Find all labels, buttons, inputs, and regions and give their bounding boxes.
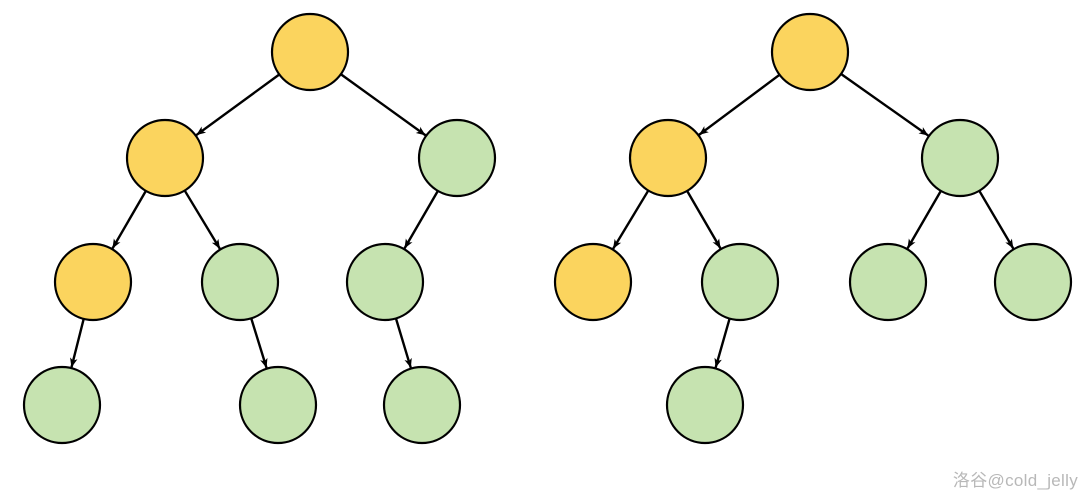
right-tree-edge-l2b-to-leafa [714, 317, 731, 369]
left-tree-edge-l2c-to-leafc [394, 317, 412, 369]
left-tree-node-l1-left[interactable] [125, 118, 205, 198]
left-tree-node-l2-c[interactable] [345, 242, 425, 322]
nodes-layer [22, 12, 1073, 445]
right-tree-edge-l1left-to-l2a [612, 189, 650, 250]
right-tree-edge-l1right-to-l2d [978, 189, 1015, 250]
left-tree-edge-l1right-to-l2c [403, 190, 439, 250]
left-tree-edge-l1left-to-l2b [183, 189, 221, 250]
left-tree-edge-root-to-l1left [195, 73, 281, 136]
left-tree-edge-l2a-to-leafa [70, 318, 85, 368]
left-tree-node-l2-b[interactable] [200, 242, 280, 322]
right-tree-edge-l1left-to-l2b [686, 190, 722, 250]
right-tree-node-l1-right[interactable] [920, 118, 1000, 198]
left-tree-leaf-c[interactable] [382, 365, 462, 445]
right-tree-node-l1-left[interactable] [628, 118, 708, 198]
right-tree-root[interactable] [770, 12, 850, 92]
right-tree-node-l2-d[interactable] [993, 242, 1073, 322]
left-tree-root[interactable] [270, 12, 350, 92]
left-tree-edge-l1left-to-l2a [111, 190, 147, 250]
right-tree-edge-root-to-l1right [840, 73, 929, 137]
right-tree-node-l2-b[interactable] [700, 242, 780, 322]
right-tree-node-l2-a[interactable] [553, 242, 633, 322]
right-tree-edge-l1right-to-l2c [906, 190, 942, 250]
left-tree-edge-root-to-l1right [340, 73, 427, 137]
left-tree-node-l2-a[interactable] [53, 242, 133, 322]
watermark-text: 洛谷@cold_jelly [952, 471, 1078, 490]
right-tree-leaf-a[interactable] [665, 365, 745, 445]
left-tree-node-l1-right[interactable] [417, 118, 497, 198]
right-tree-edge-root-to-l1left [698, 73, 781, 136]
left-tree-edge-l2b-to-leafb [250, 317, 268, 369]
edges-layer [70, 73, 1015, 369]
right-tree-node-l2-c[interactable] [848, 242, 928, 322]
left-tree-leaf-b[interactable] [238, 365, 318, 445]
left-tree-leaf-a[interactable] [22, 365, 102, 445]
